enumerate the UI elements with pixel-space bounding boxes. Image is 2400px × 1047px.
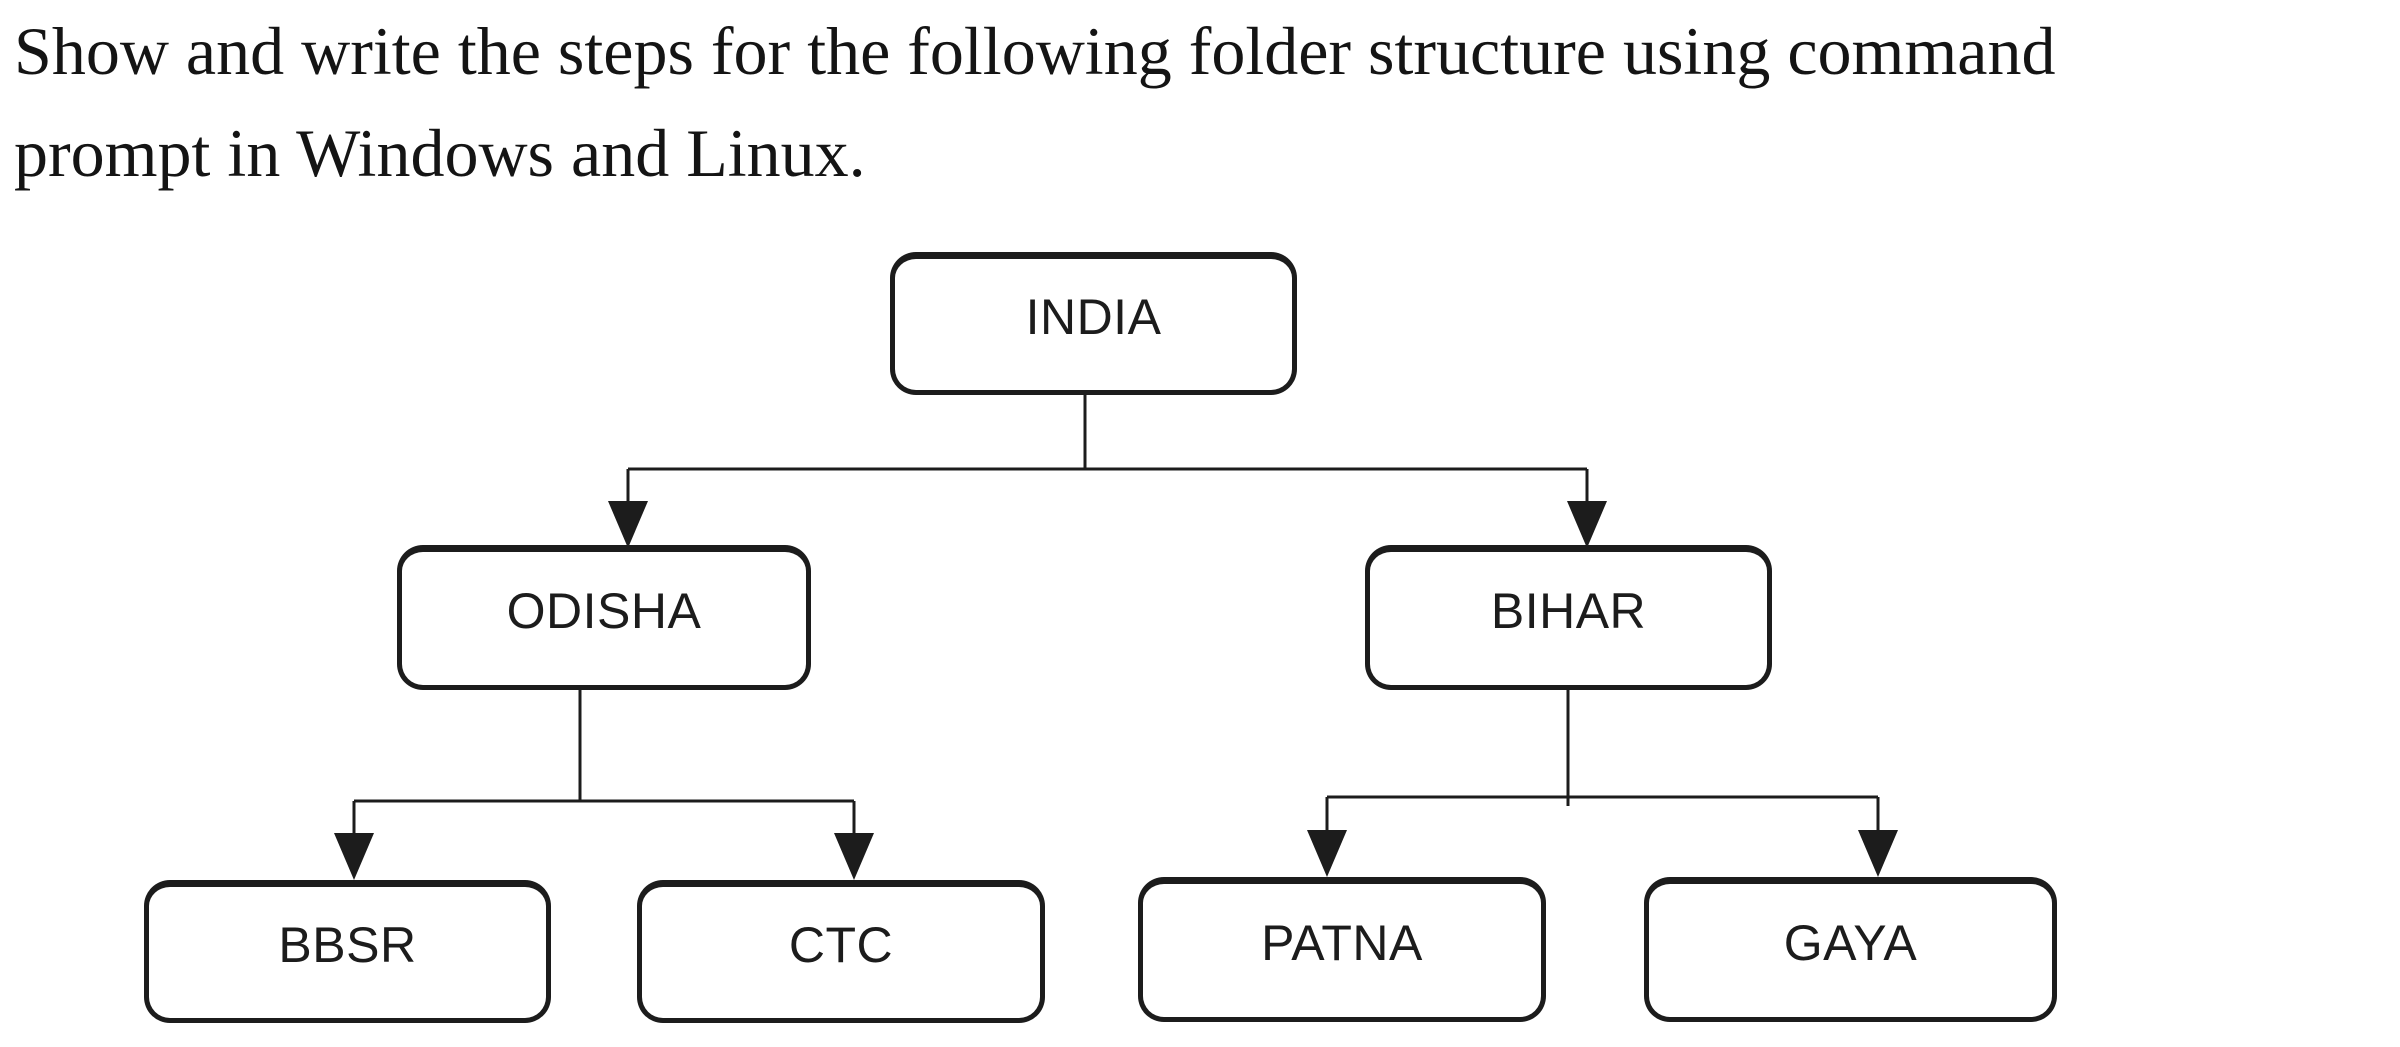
tree-node-label: CTC: [788, 916, 894, 973]
arrowhead-bihar: [1567, 501, 1607, 548]
tree-node-bihar: BIHAR: [1365, 545, 1772, 690]
tree-node-odisha: ODISHA: [397, 545, 811, 690]
tree-node-patna: PATNA: [1138, 877, 1546, 1022]
arrowhead-gaya: [1858, 830, 1898, 877]
tree-node-bbsr: BBSR: [144, 880, 551, 1023]
question-line-1: Show and write the steps for the followi…: [14, 13, 2056, 89]
tree-node-label: INDIA: [1025, 288, 1162, 345]
tree-node-ctc: CTC: [637, 880, 1045, 1023]
tree-node-label: BBSR: [278, 916, 417, 973]
tree-node-label: PATNA: [1261, 914, 1423, 971]
tree-node-india: INDIA: [890, 252, 1297, 395]
tree-node-label: ODISHA: [506, 582, 702, 639]
arrowhead-patna: [1307, 830, 1347, 877]
tree-node-label: BIHAR: [1490, 582, 1647, 639]
arrowhead-bbsr: [334, 833, 374, 880]
question-line-2: prompt in Windows and Linux.: [14, 115, 866, 191]
tree-node-label: GAYA: [1783, 914, 1918, 971]
arrowhead-odisha: [608, 501, 648, 548]
question-text: Show and write the steps for the followi…: [14, 0, 2400, 204]
arrowhead-ctc: [834, 833, 874, 880]
tree-node-gaya: GAYA: [1644, 877, 2057, 1022]
